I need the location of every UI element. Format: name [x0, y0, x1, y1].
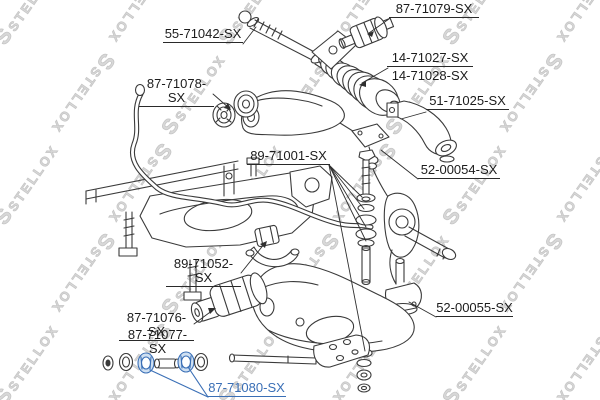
upper-ball-joint-drawing: [351, 123, 390, 198]
arrow-14-71027: [359, 81, 366, 87]
upper-control-arm-drawing: [241, 90, 357, 136]
bushing-87-71079-drawing: [338, 16, 395, 49]
arrow-89-71052: [260, 241, 267, 248]
part-label-89-71001-sx: 89-71001-SX: [247, 149, 330, 165]
part-label-52-00055-sx: 52-00055-SX: [436, 300, 513, 317]
leader-87-71080: [149, 366, 209, 398]
leader-14-71027: [361, 67, 389, 84]
part-label-87-71080-sx[interactable]: 87-71080-SX: [207, 380, 286, 397]
arrow-87-71078: [224, 103, 231, 110]
part-label-51-71025-sx: 51-71025-SX: [426, 94, 509, 110]
strut-rod-hardware-drawing: [102, 351, 209, 374]
part-label-52-00054-sx: 52-00054-SX: [418, 163, 500, 179]
idler-arm-drawing: [386, 100, 457, 163]
part-label-87-71076-sx: 87-71076-SX: [119, 311, 194, 341]
stabilizer-bracket-drawing: [245, 224, 300, 268]
arrow-87-71079: [367, 31, 374, 37]
leader-51-71025: [400, 111, 427, 120]
leader-52-00054: [380, 149, 419, 180]
lower-control-arm-drawing: [251, 263, 415, 354]
arrow-87-71076: [208, 308, 216, 314]
leader-89-71052: [240, 242, 266, 274]
leader-fan-89-71001: [328, 164, 367, 352]
part-label-55-71042-sx: 55-71042-SX: [163, 26, 243, 43]
bushing-87-71080-front: [137, 352, 155, 374]
part-label-87-71079-sx: 87-71079-SX: [389, 2, 479, 18]
stabilizer-bar-drawing: [129, 83, 374, 230]
part-label-14-71027-sx: 14-71027-SX: [387, 51, 473, 67]
part-label-87-71078-sx: 87-71078-SX: [139, 77, 214, 107]
leader-lines: [149, 18, 437, 398]
bushing-87-71076-drawing: [190, 272, 268, 323]
leader-52-00055: [408, 301, 437, 318]
part-label-87-71077-sx: 87-71077-SX: [127, 327, 188, 356]
leader-55-71042: [242, 26, 257, 45]
part-label-89-71052-sx: 89-71052-SX: [166, 257, 241, 287]
steering-knuckle-drawing: [383, 192, 457, 285]
part-label-14-71028-sx: 14-71028-SX: [391, 68, 469, 83]
leader-87-71079: [368, 18, 390, 34]
